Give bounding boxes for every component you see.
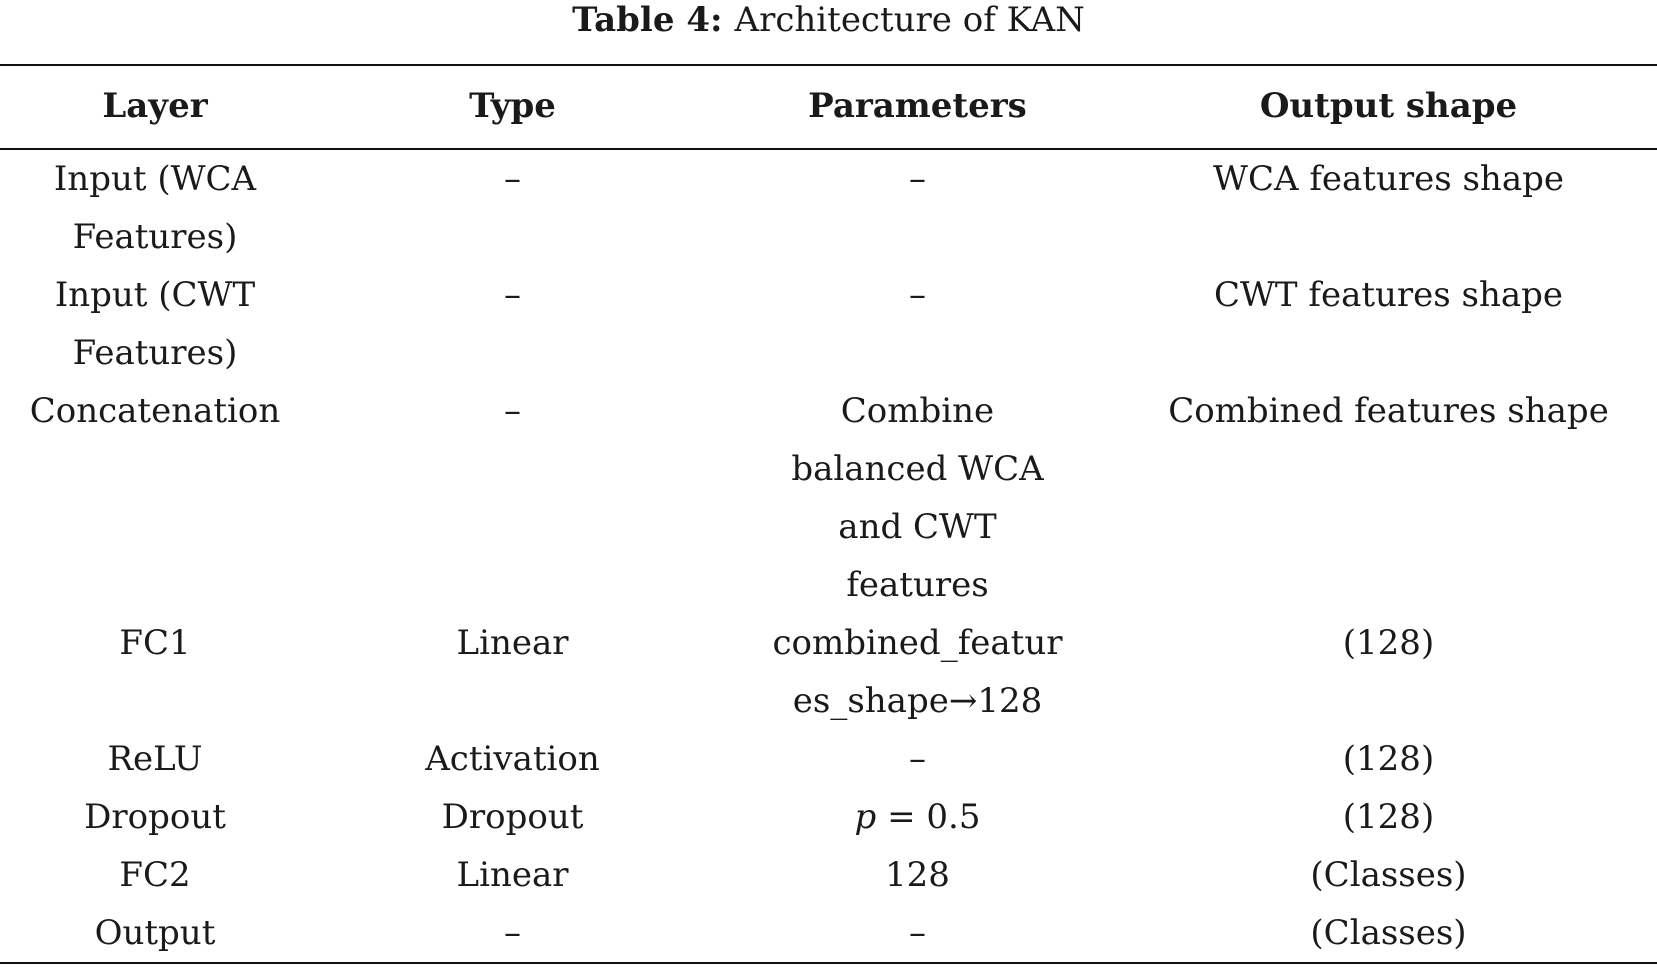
dropout-probability: p = 0.5	[854, 797, 981, 837]
cell-output-shape: (Classes)	[1310, 855, 1467, 895]
cell-output-shape: WCA features shape	[1213, 159, 1564, 199]
header-parameters: Parameters	[715, 65, 1120, 150]
cell-type: Activation	[425, 739, 600, 779]
cell-type: Linear	[456, 623, 569, 663]
table-caption-title: Architecture of KAN	[734, 0, 1085, 40]
cell-parameters: combined_featur es_shape→128	[772, 623, 1063, 721]
cell-parameters: –	[909, 913, 926, 953]
cell-output-shape: (128)	[1342, 623, 1435, 663]
cell-layer: Dropout	[84, 797, 226, 837]
cell-layer: Input (WCA Features)	[53, 159, 257, 257]
cell-layer: FC1	[119, 623, 191, 663]
cell-layer: Input (CWT Features)	[54, 275, 256, 373]
cell-layer: Concatenation	[29, 391, 281, 431]
cell-output-shape: Combined features shape	[1168, 391, 1609, 431]
cell-parameters: –	[909, 159, 926, 199]
cell-output-shape: (128)	[1342, 797, 1435, 837]
table-row: Input (CWT Features) – – CWT features sh…	[0, 266, 1657, 382]
cell-parameters: p = 0.5	[715, 788, 1120, 846]
cell-layer: FC2	[119, 855, 191, 895]
table-row: Dropout Dropout p = 0.5 (128)	[0, 788, 1657, 846]
cell-layer: ReLU	[107, 739, 203, 779]
header-type: Type	[310, 65, 715, 150]
cell-type: –	[504, 913, 521, 953]
cell-type: Linear	[456, 855, 569, 895]
cell-type: –	[504, 275, 521, 315]
cell-parameters: Combine balanced WCA and CWT features	[791, 391, 1044, 605]
table-row: Output – – (Classes)	[0, 904, 1657, 963]
header-output-shape: Output shape	[1120, 65, 1657, 150]
table-header-row: Layer Type Parameters Output shape	[0, 65, 1657, 150]
cell-output-shape: (Classes)	[1310, 913, 1467, 953]
table-row: Concatenation – Combine balanced WCA and…	[0, 382, 1657, 614]
cell-output-shape: (128)	[1342, 739, 1435, 779]
header-layer: Layer	[0, 65, 310, 150]
table-caption-label: Table 4:	[572, 0, 723, 40]
table-caption: Table 4: Architecture of KAN	[0, 0, 1657, 40]
architecture-table: Layer Type Parameters Output shape Input…	[0, 64, 1657, 964]
cell-type: Dropout	[441, 797, 584, 837]
table-row: ReLU Activation – (128)	[0, 730, 1657, 788]
table-row: FC2 Linear 128 (Classes)	[0, 846, 1657, 904]
cell-layer: Output	[94, 913, 216, 953]
cell-output-shape: CWT features shape	[1213, 275, 1564, 315]
cell-parameters: 128	[885, 855, 950, 895]
cell-parameters: –	[909, 739, 926, 779]
table-row: Input (WCA Features) – – WCA features sh…	[0, 149, 1657, 266]
cell-type: –	[504, 159, 521, 199]
table-row: FC1 Linear combined_featur es_shape→128 …	[0, 614, 1657, 730]
cell-type: –	[504, 391, 521, 431]
cell-parameters: –	[909, 275, 926, 315]
